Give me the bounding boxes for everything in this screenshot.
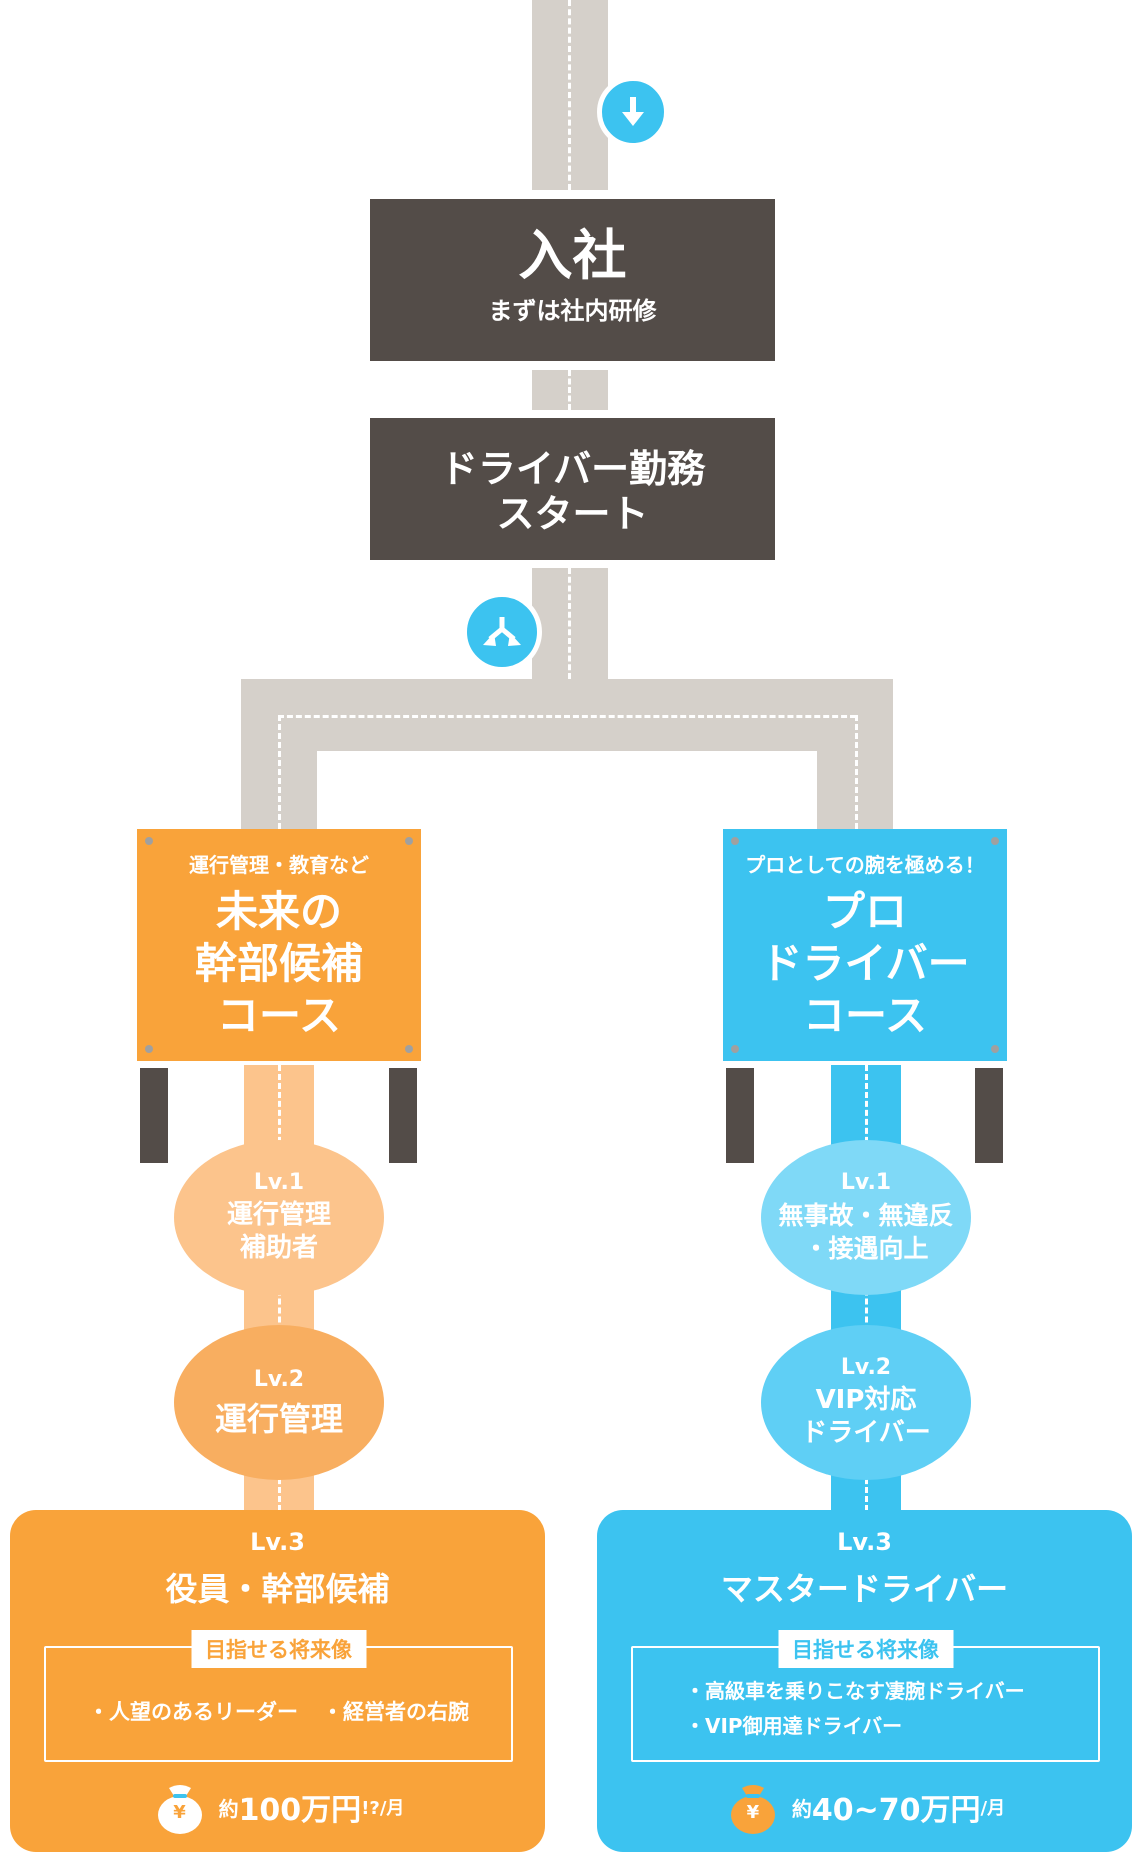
left-course-tagline: 運行管理・教育など [189, 853, 369, 877]
left-lv1-level: Lv.1 [253, 1170, 305, 1195]
sign-dot [731, 837, 739, 845]
split-arrow-icon [462, 592, 542, 672]
money-bag-icon: ¥ [724, 1778, 782, 1836]
left-goal-item: ・人望のあるリーダー [88, 1700, 298, 1724]
left-course-sign: 運行管理・教育など 未来の 幹部候補 コース [137, 829, 421, 1061]
join-title: 入社 [518, 224, 627, 287]
right-salary-amount: 40~70万円 [811, 1793, 981, 1828]
left-lv1-oval: Lv.1 運行管理 補助者 [174, 1140, 384, 1295]
money-symbol: ¥ [173, 1802, 186, 1823]
right-course-title-line: コース [803, 991, 927, 1040]
left-goal-list: ・人望のあるリーダー ・経営者の右腕 [46, 1696, 511, 1726]
right-salary: ¥ 約 40~70万円 /月 [597, 1778, 1132, 1836]
sign-dot [991, 837, 999, 845]
left-lv3-card: Lv.3 役員・幹部候補 目指せる将来像 ・人望のあるリーダー ・経営者の右腕 … [10, 1510, 545, 1852]
right-goal-item: ・VIP御用達ドライバー [685, 1714, 903, 1738]
left-course-title-line: コース [217, 991, 341, 1040]
sign-post [140, 1068, 168, 1163]
right-course-tagline: プロとしての腕を極める！ [745, 853, 985, 877]
left-salary-prefix: 約 [218, 1796, 239, 1821]
right-lv1-level: Lv.1 [840, 1170, 892, 1195]
right-lv3-level: Lv.3 [837, 1528, 892, 1556]
sign-dot [731, 1045, 739, 1053]
left-lv2-level: Lv.2 [253, 1367, 305, 1392]
road-dash [568, 370, 571, 410]
sign-dot [405, 1045, 413, 1053]
road-dash [855, 715, 858, 829]
left-course-title-line: 幹部候補 [194, 939, 363, 988]
left-goal-item: ・経営者の右腕 [322, 1700, 469, 1724]
left-course-title-line: 未来の [215, 887, 342, 936]
arrow-down-icon [597, 76, 669, 148]
driver-start-line2: スタート [496, 492, 649, 536]
right-lv1-line: ・接遇向上 [803, 1234, 929, 1263]
left-lv2-oval: Lv.2 運行管理 [174, 1325, 384, 1480]
right-lv2-line: ドライバー [801, 1418, 931, 1448]
right-goal-list: ・高級車を乗りこなす凄腕ドライバー ・VIP御用達ドライバー [633, 1674, 1098, 1744]
sign-post [389, 1068, 417, 1163]
left-course-title: 未来の 幹部候補 コース [137, 886, 421, 1042]
right-goal-label: 目指せる将来像 [778, 1630, 953, 1668]
money-bag-icon: ¥ [151, 1778, 209, 1836]
sign-dot [405, 837, 413, 845]
driver-start-line1: ドライバー勤務 [439, 447, 706, 491]
left-lv2-line: 運行管理 [214, 1400, 343, 1438]
right-lv1-oval: Lv.1 無事故・無違反 ・接遇向上 [761, 1140, 971, 1295]
left-lv3-title: 役員・幹部候補 [165, 1570, 390, 1608]
left-lv1-line: 運行管理 [226, 1200, 331, 1230]
road-dash [568, 0, 571, 190]
right-goal-item: ・高級車を乗りこなす凄腕ドライバー [685, 1679, 1025, 1703]
sign-post [726, 1068, 754, 1163]
left-lv1-line: 補助者 [239, 1233, 318, 1263]
right-course-title: プロ ドライバー コース [723, 886, 1007, 1042]
driver-start-box: ドライバー勤務 スタート [370, 418, 775, 560]
right-lv2-level: Lv.2 [840, 1355, 892, 1380]
road-dash [278, 715, 856, 718]
right-course-title-line: ドライバー [760, 939, 970, 988]
right-lv2-oval: Lv.2 VIP対応 ドライバー [761, 1325, 971, 1480]
money-symbol: ¥ [746, 1802, 760, 1823]
sign-dot [145, 1045, 153, 1053]
sign-dot [145, 837, 153, 845]
road-dash [278, 715, 281, 829]
sign-dot [991, 1045, 999, 1053]
left-lv3-level: Lv.3 [250, 1528, 305, 1556]
sign-post [975, 1068, 1003, 1163]
right-lv2-line: VIP対応 [815, 1385, 917, 1415]
right-lv3-title: マスタードライバー [720, 1570, 1009, 1608]
right-course-sign: プロとしての腕を極める！ プロ ドライバー コース [723, 829, 1007, 1061]
right-lv3-card: Lv.3 マスタードライバー 目指せる将来像 ・高級車を乗りこなす凄腕ドライバー… [597, 1510, 1132, 1852]
right-salary-prefix: 約 [791, 1796, 812, 1821]
right-course-title-line: プロ [822, 887, 907, 936]
left-goal-label: 目指せる将来像 [191, 1630, 366, 1668]
left-salary-suffix: !?/月 [361, 1798, 405, 1819]
join-subtitle: まずは社内研修 [488, 297, 657, 325]
road-dash [568, 568, 571, 714]
left-salary-amount: 100万円 [238, 1793, 362, 1828]
right-lv1-line: 無事故・無違反 [778, 1201, 954, 1230]
right-salary-suffix: /月 [980, 1798, 1006, 1819]
right-goal-frame: 目指せる将来像 ・高級車を乗りこなす凄腕ドライバー ・VIP御用達ドライバー [631, 1630, 1100, 1762]
left-salary: ¥ 約 100万円 !?/月 [10, 1778, 545, 1836]
left-goal-frame: 目指せる将来像 ・人望のあるリーダー ・経営者の右腕 [44, 1630, 513, 1762]
join-box: 入社 まずは社内研修 [370, 199, 775, 361]
